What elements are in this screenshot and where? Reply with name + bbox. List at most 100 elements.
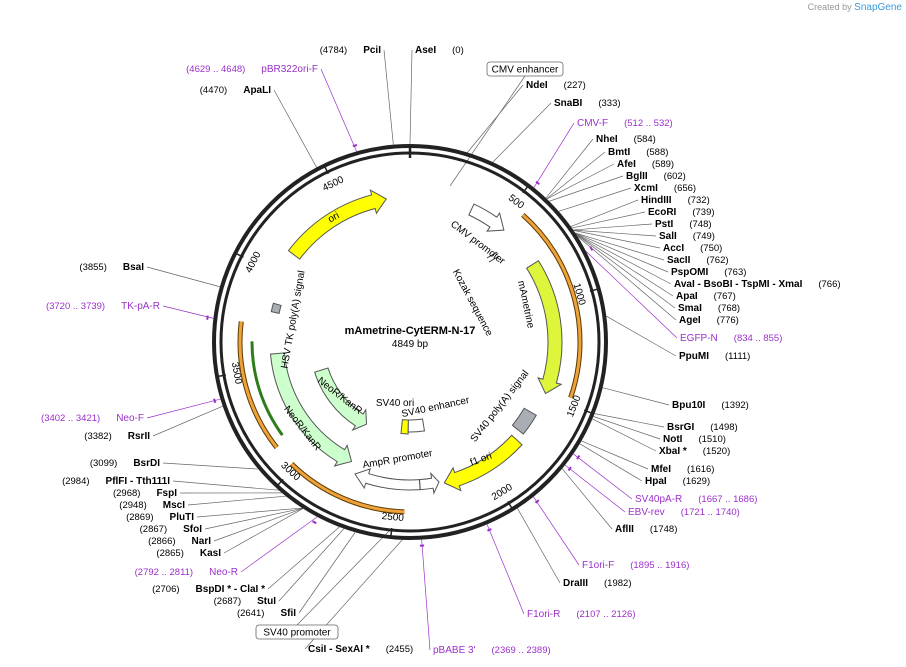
primer-name: EBV-rev [628, 507, 665, 518]
site-ppumi: PpuMI (1111) [679, 346, 750, 363]
spacer [708, 262, 724, 279]
site-name: RsrII [128, 431, 150, 442]
orf-arc [521, 213, 582, 399]
spacer [705, 395, 721, 412]
leader-line [467, 84, 524, 153]
primer-egfp-n: EGFP-N (834 .. 855) [680, 328, 782, 345]
primer-position: (3402 .. 3421) [41, 413, 100, 424]
spacer [802, 274, 818, 291]
leader-line [593, 416, 661, 440]
site-name: NotI [663, 434, 683, 445]
orf-arcs [237, 212, 583, 515]
site-avai-bsobi-tspmi-xmai: AvaI - BsoBI - TspMI - XmaI (766) [674, 274, 841, 291]
leader-line [592, 418, 657, 452]
site-name: PpuMI [679, 351, 709, 362]
site-bspdi-clai: (2706) BspDI * - ClaI * [152, 579, 265, 596]
site-position: (1982) [604, 578, 631, 589]
site-bsai: (3855) BsaI [79, 257, 144, 274]
primer-name: SV40pA-R [635, 494, 682, 505]
site-name: SfoI [183, 524, 202, 535]
site-name: SmaI [678, 303, 702, 314]
site-bsrdi: (3099) BsrDI [90, 453, 160, 470]
site-position: (333) [598, 98, 620, 109]
leader-line [576, 235, 677, 321]
site-position: (763) [724, 267, 746, 278]
site-position: (2455) [386, 644, 413, 655]
primer-name: EGFP-N [680, 333, 718, 344]
spacer [614, 555, 630, 572]
spacer [560, 604, 576, 621]
leader-line [187, 495, 286, 506]
tick-label: 4500 [321, 174, 346, 194]
tick-mark [235, 252, 244, 258]
spacer [682, 489, 698, 506]
site-sali: SalI (749) [659, 226, 715, 243]
site-apai: ApaI (767) [676, 286, 736, 303]
primer-name: CMV-F [577, 118, 608, 129]
site-name: NdeI [526, 80, 548, 91]
credit-prefix: Created by [807, 2, 852, 12]
primer-mark [534, 499, 540, 504]
site-position: (0) [452, 45, 464, 56]
site-name: SacII [667, 255, 691, 266]
site-position: (2865) [156, 548, 183, 559]
inner-label-hsv-tk-poly-a-signal: HSV TK poly(A) signal [280, 270, 308, 370]
site-name: BmtI [608, 147, 630, 158]
site-bglii: BglII (602) [626, 166, 686, 183]
spacer [548, 75, 564, 92]
primer-neo-r: (2792 .. 2811) Neo-R [135, 562, 238, 579]
site-name: MscI [163, 500, 185, 511]
feature-arrows [269, 189, 563, 495]
leader-line [533, 496, 580, 566]
spacer [112, 426, 128, 443]
primer-mark [589, 246, 594, 251]
site-name: AfeI [617, 159, 636, 170]
primer-name: Neo-R [209, 567, 238, 578]
spacer [193, 562, 209, 579]
site-name: PstI [655, 219, 674, 230]
primer-f1ori-f: F1ori-F (1895 .. 1916) [582, 555, 689, 572]
site-nhei: NheI (584) [596, 129, 656, 146]
leader-line [585, 251, 678, 339]
leader-line [575, 233, 672, 285]
feature-neor-kanr [269, 352, 353, 467]
site-position: (748) [689, 219, 711, 230]
leader-line [162, 462, 259, 470]
tick-mark [522, 186, 529, 194]
tick-mark [589, 288, 598, 292]
spacer [117, 453, 133, 470]
spacer [709, 346, 725, 363]
site-position: (3382) [84, 431, 111, 442]
leader-line [146, 266, 220, 288]
site-hindiii: HindIII (732) [641, 190, 710, 207]
site-position: (2968) [113, 488, 140, 499]
plasmid-length: 4849 bp [392, 339, 429, 350]
site-sacii: SacII (762) [667, 250, 729, 267]
spacer [665, 502, 681, 519]
leader-line [606, 315, 677, 357]
site-position: (762) [706, 255, 728, 266]
spacer [687, 441, 703, 458]
site-apali: (4470) ApaLI [200, 80, 271, 97]
boxed-label-sv40-promoter: SV40 promoter [263, 628, 331, 639]
leader-line [383, 49, 394, 145]
site-position: (1498) [710, 422, 737, 433]
leader-line [152, 405, 223, 437]
leader-line [492, 102, 552, 163]
site-name: MfeI [651, 464, 671, 475]
primer-ebv-rev: EBV-rev (1721 .. 1740) [628, 502, 740, 519]
site-hpai: HpaI (1629) [645, 471, 710, 488]
site-asei: AseI (0) [415, 40, 464, 57]
primer-position: (2369 .. 2389) [492, 645, 551, 656]
site-position: (1111) [725, 351, 750, 362]
leader-line [204, 507, 303, 530]
snapgene-credit: Created by SnapGene [808, 2, 902, 13]
primer-name: pBR322ori-F [261, 64, 318, 75]
site-pcii: (4784) PciI [320, 40, 381, 57]
primer-position: (2792 .. 2811) [135, 567, 193, 578]
leader-line [240, 516, 318, 573]
leader-line [575, 233, 674, 297]
site-name: SalI [659, 231, 677, 242]
site-snabi: SnaBI (333) [554, 93, 621, 110]
